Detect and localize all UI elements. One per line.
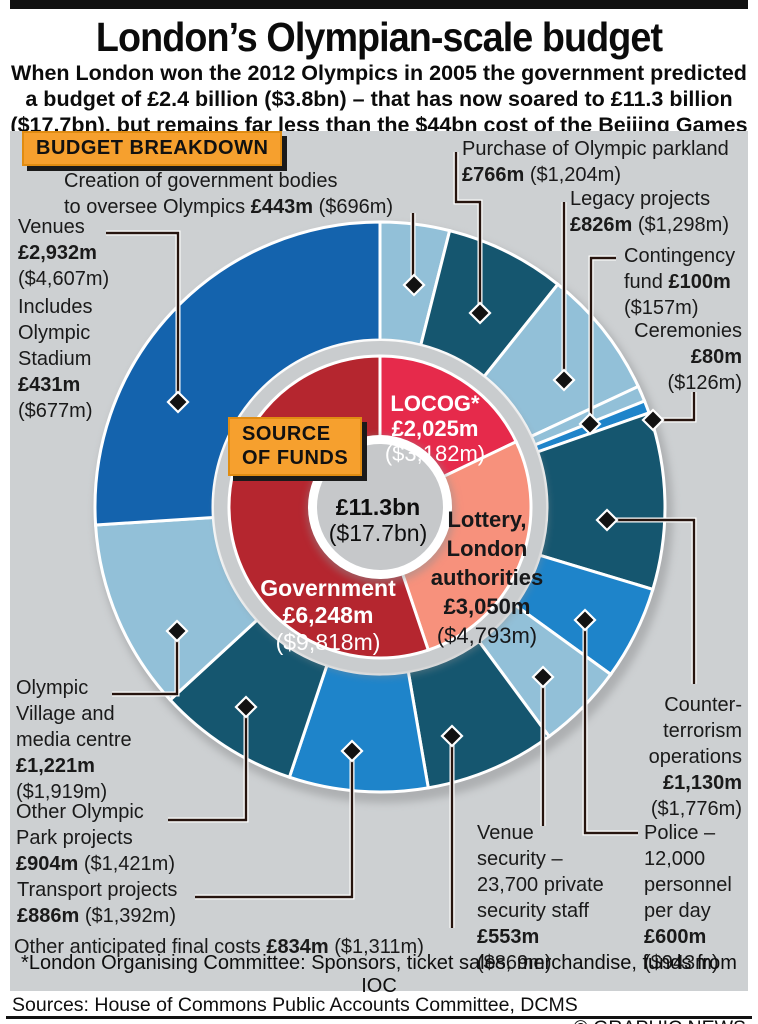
diamond-marker-olympic-village (165, 619, 189, 643)
callout-other-park: Other Olympic Park projects £904m ($1,42… (16, 801, 175, 875)
callout-lines (106, 152, 697, 928)
callout-contingency: Contingency fund £100m ($157m) (624, 245, 736, 319)
leader-line-purchase (454, 152, 482, 305)
callout-olympic-village: Olympic Village and media centre £1,221m… (16, 677, 132, 803)
outer-ring (93, 220, 667, 794)
top-rule (10, 0, 748, 9)
callout-counter-terrorism: Counter- terrorism operations £1,130m ($… (648, 694, 742, 820)
diamond-marker-contingency (578, 412, 602, 436)
source-of-funds-tag: SOURCE OF FUNDS (228, 417, 363, 476)
diamond-marker-other-final-costs (440, 724, 464, 748)
callout-venue-security: Venue security – 23,700 private security… (477, 822, 604, 974)
leader-line-olympic-village (112, 639, 179, 696)
diamond-marker-purchase (468, 301, 492, 325)
leader-line-ceremonies (660, 392, 696, 422)
page-title: London’s Olympian-scale budget (95, 14, 663, 60)
leader-line-venues (106, 231, 180, 394)
pie-label-lottery: Lottery, London authorities £3,050m ($4,… (430, 507, 544, 648)
leader-line-police (583, 628, 638, 835)
pie-label-government: Government £6,248m ($9,818m) (260, 575, 396, 655)
diamond-marker-creation (402, 273, 426, 297)
callout-other-final-costs: Other anticipated final costs £834m ($1,… (14, 936, 424, 958)
subtitle: When London won the 2012 Olympics in 200… (10, 61, 748, 137)
callout-purchase: Purchase of Olympic parkland £766m ($1,2… (462, 138, 729, 186)
leader-line-contingency (589, 256, 616, 416)
callout-venues: Venues £2,932m ($4,607m) (18, 216, 110, 290)
diamond-marker-transport (340, 739, 364, 763)
diamond-marker-venue-security (531, 665, 555, 689)
diamond-marker-legacy (552, 368, 576, 392)
leader-line-other-park (168, 715, 248, 822)
callout-police: Police – 12,000 personnel per day £600m … (644, 822, 732, 974)
callout-legacy: Legacy projects £826m ($1,298m) (570, 188, 729, 236)
leader-line-transport (195, 759, 354, 899)
footnote: *London Organising Committee: Sponsors, … (21, 952, 737, 997)
callout-olympic-stadium: Includes Olympic Stadium £431m ($677m) (18, 296, 93, 422)
leader-casing-ceremonies (660, 392, 697, 423)
callout-creation: Creation of government bodies to oversee… (64, 170, 394, 218)
callout-transport: Transport projects £886m ($1,392m) (17, 879, 178, 927)
sources-text: Sources: House of Commons Public Account… (12, 994, 578, 1016)
callout-ceremonies: Ceremonies £80m ($126m) (634, 320, 742, 394)
pie-label-locog: LOCOG* £2,025m ($3,182m) (384, 391, 486, 466)
diamond-marker-ceremonies (641, 408, 665, 432)
diamond-marker-counter-terrorism (595, 508, 619, 532)
budget-breakdown-tag: BUDGET BREAKDOWN (22, 131, 283, 166)
diamond-marker-venues (166, 390, 190, 414)
diamond-marker-other-park (234, 695, 258, 719)
copyright-text: © GRAPHIC NEWS (573, 1017, 746, 1024)
pie-label-center-total: £11.3bn ($17.7bn) (328, 494, 428, 546)
bottom-rule (6, 1016, 752, 1019)
diamond-marker-police (573, 608, 597, 632)
leader-line-counter-terrorism (615, 518, 696, 684)
sources-row: Sources: House of Commons Public Account… (12, 994, 746, 1024)
